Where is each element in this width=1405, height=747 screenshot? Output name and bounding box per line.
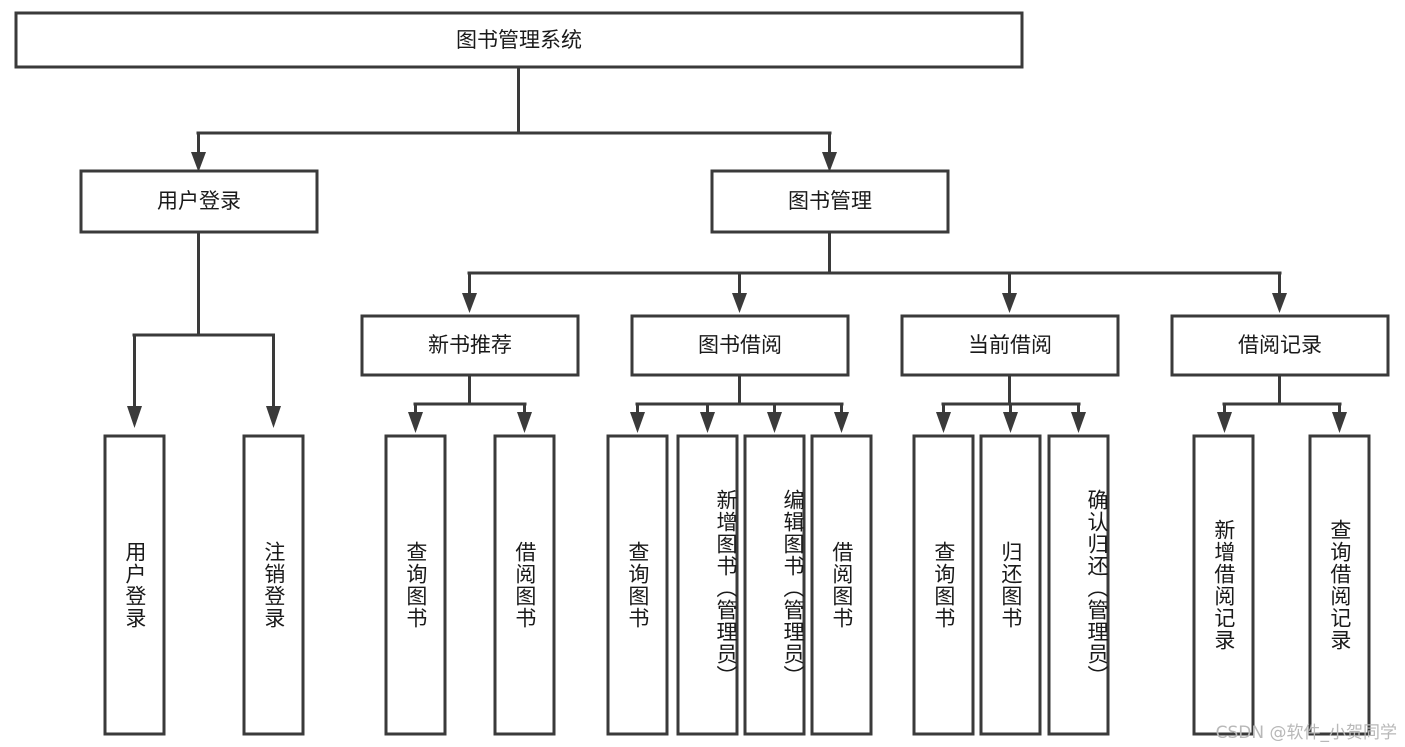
node-book-manage-box[interactable]: [710, 169, 950, 234]
node-root-system-label: 图书管理系统: [456, 28, 582, 52]
leaf-query-book-2-label: 查询图书: [625, 541, 650, 629]
arrow-head-leaf-logout-login: [266, 406, 281, 428]
node-borrow-record-box[interactable]: [1170, 314, 1390, 377]
leaf-query-record-label: 查询借阅记录: [1327, 519, 1352, 651]
node-current-borrow[interactable]: 当前借阅: [900, 314, 1120, 377]
node-new-book-recommend-box[interactable]: [360, 314, 580, 377]
leaf-add-book-label: 新增图书（管理员）: [714, 489, 738, 687]
leaf-query-book-1-label: 查询图书: [403, 541, 428, 629]
node-user-login-box[interactable]: [79, 169, 319, 234]
node-book-borrow[interactable]: 图书借阅: [630, 314, 850, 377]
arrow-head-leaf-edit-book: [767, 412, 782, 433]
leaf-edit-book-label: 编辑图书（管理员）: [781, 489, 805, 687]
leaf-query-book-1-box[interactable]: [384, 434, 447, 736]
arrow-head-leaf-query-book-3: [936, 412, 951, 433]
node-borrow-record-label: 借阅记录: [1238, 333, 1322, 357]
arrow-head-new-book-recommend: [462, 293, 477, 313]
leaf-confirm-return-box[interactable]: [1047, 434, 1110, 736]
node-new-book-recommend[interactable]: 新书推荐: [360, 314, 580, 377]
node-borrow-record[interactable]: 借阅记录: [1170, 314, 1390, 377]
leaf-logout-login-label: 注销登录: [261, 541, 286, 629]
arrow-head-leaf-query-book-1: [408, 412, 423, 433]
node-current-borrow-box[interactable]: [900, 314, 1120, 377]
leaf-add-record-label: 新增借阅记录: [1211, 519, 1236, 651]
node-user-login-label: 用户登录: [157, 189, 241, 213]
arrow-head-leaf-query-record: [1332, 412, 1347, 433]
node-root-system[interactable]: 图书管理系统: [14, 11, 1024, 69]
node-book-borrow-box[interactable]: [630, 314, 850, 377]
leaf-query-book-3-label: 查询图书: [931, 541, 956, 629]
leaf-box-group: [103, 434, 1371, 736]
arrow-head-leaf-query-book-2: [630, 412, 645, 433]
leaf-borrow-book-1-box[interactable]: [493, 434, 556, 736]
csdn-watermark: CSDN @软件_小贺同学: [1215, 723, 1397, 743]
arrow-head-leaf-return-book: [1003, 412, 1018, 433]
node-user-login[interactable]: 用户登录: [79, 169, 319, 234]
leaf-user-login-box[interactable]: [103, 434, 166, 736]
arrow-head-user-login: [191, 152, 206, 172]
arrow-head-leaf-borrow-book-2: [834, 412, 849, 433]
node-new-book-recommend-label: 新书推荐: [428, 333, 512, 357]
leaf-user-login-label: 用户登录: [122, 541, 147, 629]
arrow-head-leaf-add-book: [700, 412, 715, 433]
node-book-manage[interactable]: 图书管理: [710, 169, 950, 234]
leaf-return-book-box[interactable]: [979, 434, 1042, 736]
leaf-edit-book-box[interactable]: [743, 434, 806, 736]
node-current-borrow-label: 当前借阅: [968, 333, 1052, 357]
arrow-head-book-manage: [822, 152, 837, 172]
leaf-query-record-box[interactable]: [1308, 434, 1371, 736]
leaf-logout-login-box[interactable]: [242, 434, 305, 736]
connector-group: [127, 65, 1347, 433]
arrow-head-leaf-user-login: [127, 406, 142, 428]
arrow-head-book-borrow: [732, 293, 747, 313]
leaf-query-book-2-box[interactable]: [606, 434, 669, 736]
node-root-system-box[interactable]: [14, 11, 1024, 69]
arrow-head-leaf-borrow-book-1: [517, 412, 532, 433]
leaf-borrow-book-1-label: 借阅图书: [512, 541, 537, 629]
leaf-add-record-box[interactable]: [1192, 434, 1255, 736]
arrow-head-borrow-record: [1272, 293, 1287, 313]
leaf-query-book-3-box[interactable]: [912, 434, 975, 736]
node-book-manage-label: 图书管理: [788, 189, 872, 213]
leaf-borrow-book-2-box[interactable]: [810, 434, 873, 736]
leaf-borrow-book-2-label: 借阅图书: [829, 541, 854, 629]
arrow-head-current-borrow: [1002, 293, 1017, 313]
leaf-confirm-return-label: 确认归还（管理员）: [1085, 489, 1109, 687]
leaf-add-book-box[interactable]: [676, 434, 739, 736]
node-book-borrow-label: 图书借阅: [698, 333, 782, 357]
arrow-head-leaf-add-record: [1217, 412, 1232, 433]
arrow-head-leaf-confirm-return: [1071, 412, 1086, 433]
leaf-return-book-label: 归还图书: [998, 541, 1023, 629]
